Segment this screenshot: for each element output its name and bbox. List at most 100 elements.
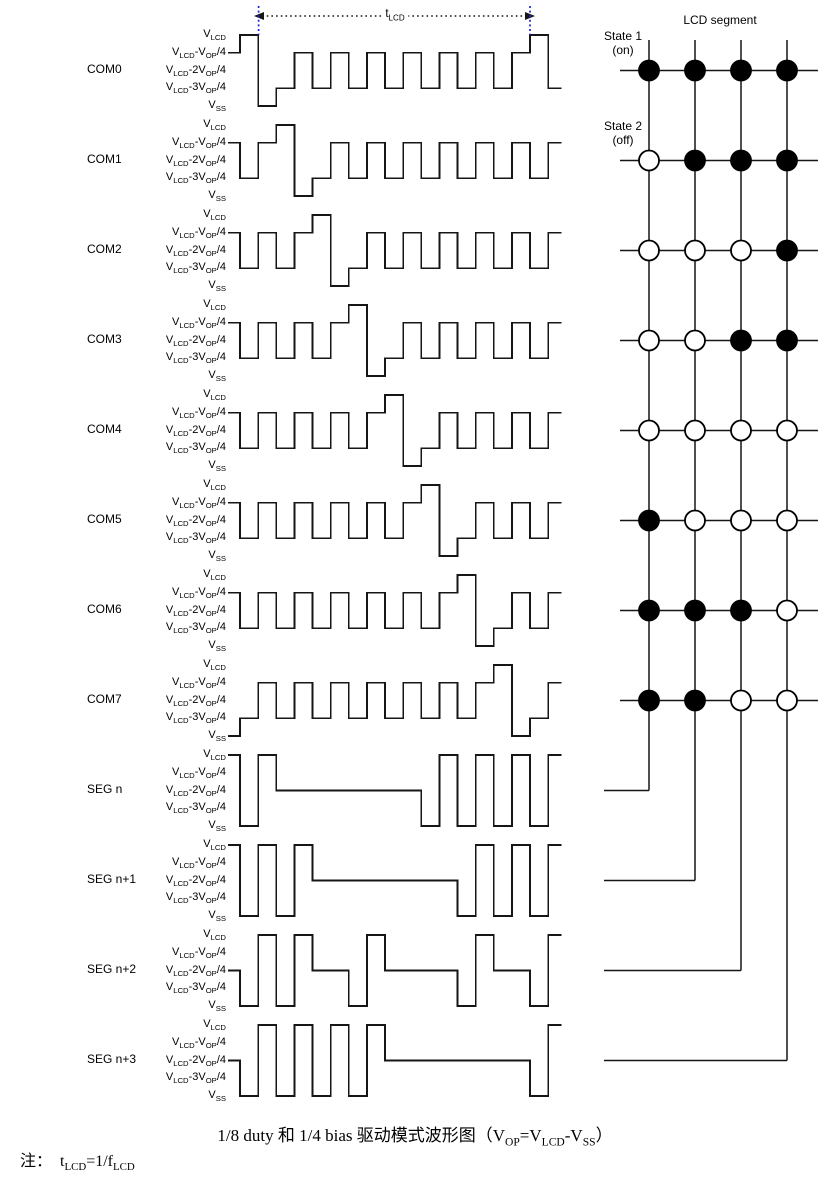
lcd-cell-com3-segn+1-off	[684, 329, 706, 352]
state2-label: State 2	[603, 119, 643, 133]
voltage-level-label: VLCD-2VOP/4	[165, 783, 226, 798]
voltage-level-label: VLCD-3VOP/4	[165, 351, 226, 366]
voltage-level-label: VLCD-3VOP/4	[165, 621, 226, 636]
lcd-cell-com0-segn-on	[638, 59, 660, 82]
t-lcd-period-label: tLCD	[381, 8, 409, 22]
voltage-level-label: VLCD-2VOP/4	[165, 603, 226, 618]
voltage-level-label: VSS	[208, 549, 226, 564]
voltage-level-label: VLCD-3VOP/4	[165, 531, 226, 546]
voltage-level-label: VLCD-2VOP/4	[165, 153, 226, 168]
voltage-level-label: VSS	[208, 999, 226, 1014]
waveform-trace-com5	[228, 484, 562, 557]
voltage-level-label: VLCD-VOP/4	[171, 135, 226, 150]
voltage-level-label: VSS	[208, 279, 226, 294]
waveform-trace-segn+1	[228, 844, 562, 917]
voltage-level-label: VLCD-VOP/4	[171, 855, 226, 870]
matrix-title: LCD segment	[683, 13, 757, 27]
voltage-level-label: VLCD	[203, 208, 226, 223]
voltage-level-label: VLCD-3VOP/4	[165, 441, 226, 456]
voltage-level-label: VSS	[208, 369, 226, 384]
lcd-cell-com0-segn+2-on	[730, 59, 752, 82]
waveform-trace-com2	[228, 214, 562, 287]
lcd-cell-com0-segn+1-on	[684, 59, 706, 82]
voltage-level-label: VLCD-3VOP/4	[165, 171, 226, 186]
voltage-level-label: VLCD	[203, 928, 226, 943]
lcd-cell-com4-segn+3-off	[776, 419, 798, 442]
voltage-level-label: VLCD-3VOP/4	[165, 1071, 226, 1086]
voltage-level-label: VLCD-VOP/4	[171, 675, 226, 690]
voltage-level-label: VLCD-3VOP/4	[165, 81, 226, 96]
lcd-cell-com2-segn+2-off	[730, 239, 752, 262]
voltage-level-label: VLCD-3VOP/4	[165, 261, 226, 276]
lcd-cell-com4-segn+1-off	[684, 419, 706, 442]
voltage-level-label: VLCD-2VOP/4	[165, 333, 226, 348]
voltage-level-label: VSS	[208, 459, 226, 474]
waveform-label-segn: SEG n	[87, 781, 123, 796]
voltage-level-label: VLCD-2VOP/4	[165, 423, 226, 438]
voltage-level-label: VSS	[208, 1089, 226, 1104]
lcd-cell-com4-segn-off	[638, 419, 660, 442]
voltage-level-label: VLCD	[203, 568, 226, 583]
lcd-cell-com1-segn+3-on	[776, 149, 798, 172]
waveform-label-com1: COM1	[87, 151, 122, 166]
voltage-level-label: VLCD	[203, 118, 226, 133]
lcd-cell-com0-segn+3-on	[776, 59, 798, 82]
voltage-level-label: VLCD-2VOP/4	[165, 1053, 226, 1068]
voltage-level-label: VLCD-2VOP/4	[165, 873, 226, 888]
state1-label: State 1	[603, 29, 643, 43]
voltage-level-label: VLCD-VOP/4	[171, 405, 226, 420]
lcd-cell-com7-segn-on	[638, 689, 660, 712]
voltage-level-label: VSS	[208, 819, 226, 834]
voltage-level-label: VLCD	[203, 478, 226, 493]
lcd-cell-com1-segn-off	[638, 149, 660, 172]
lcd-cell-com4-segn+2-off	[730, 419, 752, 442]
waveform-label-com7: COM7	[87, 691, 122, 706]
voltage-level-label: VSS	[208, 909, 226, 924]
lcd-cell-com6-segn+3-off	[776, 599, 798, 622]
lcd-cell-com7-segn+1-on	[684, 689, 706, 712]
voltage-level-label: VLCD	[203, 658, 226, 673]
voltage-level-label: VLCD-3VOP/4	[165, 981, 226, 996]
voltage-level-label: VLCD-VOP/4	[171, 495, 226, 510]
waveform-trace-segn	[228, 754, 562, 827]
lcd-cell-com5-segn+3-off	[776, 509, 798, 532]
voltage-level-label: VLCD-VOP/4	[171, 585, 226, 600]
voltage-level-label: VLCD	[203, 388, 226, 403]
voltage-level-label: VLCD-3VOP/4	[165, 711, 226, 726]
lcd-cell-com3-segn+2-on	[730, 329, 752, 352]
footnote: 注： tLCD=1/fLCD	[20, 1153, 135, 1174]
waveform-trace-com0	[228, 34, 562, 107]
voltage-level-label: VLCD-2VOP/4	[165, 513, 226, 528]
waveform-trace-segn+2	[228, 934, 562, 1007]
waveform-label-com5: COM5	[87, 511, 122, 526]
lcd-cell-com7-segn+2-off	[730, 689, 752, 712]
lcd-cell-com1-segn+2-on	[730, 149, 752, 172]
voltage-level-label: VLCD-VOP/4	[171, 225, 226, 240]
lcd-cell-com3-segn+3-on	[776, 329, 798, 352]
waveform-label-com3: COM3	[87, 331, 122, 346]
state1-on-label: (on)	[612, 43, 634, 57]
voltage-level-label: VSS	[208, 729, 226, 744]
voltage-level-label: VLCD-2VOP/4	[165, 243, 226, 258]
voltage-level-label: VLCD	[203, 298, 226, 313]
waveform-label-segn+2: SEG n+2	[87, 961, 137, 976]
voltage-level-label: VLCD-VOP/4	[171, 945, 226, 960]
voltage-level-label: VLCD-VOP/4	[171, 765, 226, 780]
voltage-level-label: VLCD-2VOP/4	[165, 63, 226, 78]
waveform-trace-com4	[228, 394, 562, 467]
voltage-level-label: VLCD	[203, 28, 226, 43]
lcd-cell-com2-segn+3-on	[776, 239, 798, 262]
waveform-trace-com7	[228, 664, 562, 737]
voltage-level-label: VLCD-3VOP/4	[165, 801, 226, 816]
lcd-cell-com5-segn+2-off	[730, 509, 752, 532]
voltage-level-label: VLCD-VOP/4	[171, 315, 226, 330]
lcd-cell-com7-segn+3-off	[776, 689, 798, 712]
lcd-cell-com1-segn+1-on	[684, 149, 706, 172]
lcd-cell-com5-segn+1-off	[684, 509, 706, 532]
voltage-level-label: VLCD	[203, 748, 226, 763]
voltage-level-label: VSS	[208, 99, 226, 114]
waveform-trace-com6	[228, 574, 562, 647]
waveform-label-segn+3: SEG n+3	[87, 1051, 137, 1066]
voltage-level-label: VLCD-2VOP/4	[165, 963, 226, 978]
waveform-trace-com1	[228, 124, 562, 197]
